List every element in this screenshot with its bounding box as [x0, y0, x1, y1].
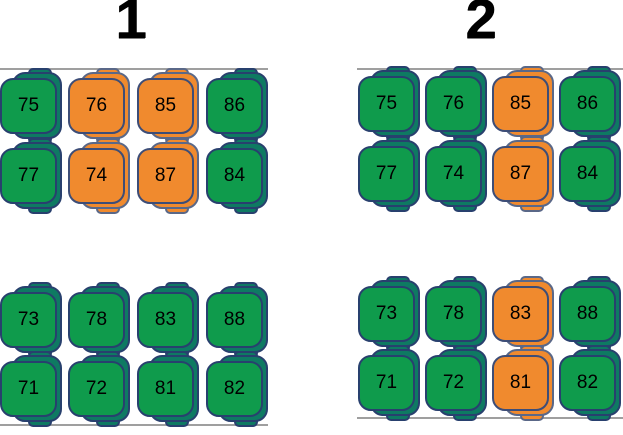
- room-border-bottom-left: [0, 424, 268, 426]
- seat-number: 75: [358, 76, 415, 132]
- seat-number: 72: [425, 355, 482, 411]
- seat-number: 75: [0, 78, 57, 134]
- room-border-bottom-right: [357, 417, 623, 419]
- room-border-top-right: [357, 68, 623, 70]
- panel-1-seat-74[interactable]: 74: [68, 138, 130, 214]
- panel-1-seat-82[interactable]: 82: [206, 351, 268, 427]
- seat-number: 82: [559, 355, 616, 411]
- seat-number: 73: [358, 286, 415, 342]
- room-border-top-left: [0, 68, 268, 70]
- panel-2-seat-82[interactable]: 82: [559, 345, 621, 421]
- panel-2-seat-83[interactable]: 83: [492, 276, 554, 352]
- panel-2-seat-88[interactable]: 88: [559, 276, 621, 352]
- seat-number: 81: [137, 361, 194, 417]
- seat-number: 88: [559, 286, 616, 342]
- seat-number: 86: [559, 76, 616, 132]
- seat-number: 84: [206, 148, 263, 204]
- panel-1-seat-77[interactable]: 77: [0, 138, 62, 214]
- panel-1-seat-88[interactable]: 88: [206, 282, 268, 358]
- panel-2-seat-84[interactable]: 84: [559, 136, 621, 212]
- panel-1-seat-72[interactable]: 72: [68, 351, 130, 427]
- panel-2-seat-85[interactable]: 85: [492, 66, 554, 142]
- panel-2-seat-76[interactable]: 76: [425, 66, 487, 142]
- seat-number: 88: [206, 292, 263, 348]
- panel-1-seat-86[interactable]: 86: [206, 68, 268, 144]
- seat-number: 78: [68, 292, 125, 348]
- panel-1-heading: 1: [115, 0, 147, 50]
- panel-1-seat-83[interactable]: 83: [137, 282, 199, 358]
- panel-2-seat-78[interactable]: 78: [425, 276, 487, 352]
- panel-2-seat-75[interactable]: 75: [358, 66, 420, 142]
- panel-2-seat-77[interactable]: 77: [358, 136, 420, 212]
- panel-2-seat-81[interactable]: 81: [492, 345, 554, 421]
- seat-number: 71: [358, 355, 415, 411]
- panel-1-seat-87[interactable]: 87: [137, 138, 199, 214]
- panel-1-seat-78[interactable]: 78: [68, 282, 130, 358]
- panel-1-seat-76[interactable]: 76: [68, 68, 130, 144]
- panel-1-seat-81[interactable]: 81: [137, 351, 199, 427]
- panel-1-seat-71[interactable]: 71: [0, 351, 62, 427]
- seat-number: 87: [137, 148, 194, 204]
- panel-2-seat-73[interactable]: 73: [358, 276, 420, 352]
- seat-number: 72: [68, 361, 125, 417]
- panel-2-seat-86[interactable]: 86: [559, 66, 621, 142]
- seat-number: 85: [492, 76, 549, 132]
- seat-number: 83: [492, 286, 549, 342]
- seat-number: 87: [492, 146, 549, 202]
- seat-number: 86: [206, 78, 263, 134]
- seat-number: 76: [425, 76, 482, 132]
- seat-number: 71: [0, 361, 57, 417]
- seat-number: 76: [68, 78, 125, 134]
- seat-number: 84: [559, 146, 616, 202]
- seat-number: 85: [137, 78, 194, 134]
- seat-number: 77: [358, 146, 415, 202]
- panel-2-heading: 2: [465, 0, 497, 50]
- panel-2-seat-71[interactable]: 71: [358, 345, 420, 421]
- seat-number: 83: [137, 292, 194, 348]
- seat-number: 73: [0, 292, 57, 348]
- panel-1-seat-75[interactable]: 75: [0, 68, 62, 144]
- seat-number: 81: [492, 355, 549, 411]
- panel-2-seat-72[interactable]: 72: [425, 345, 487, 421]
- panel-1-seat-85[interactable]: 85: [137, 68, 199, 144]
- seat-number: 74: [425, 146, 482, 202]
- panel-2-seat-87[interactable]: 87: [492, 136, 554, 212]
- seat-number: 77: [0, 148, 57, 204]
- panel-1-seat-84[interactable]: 84: [206, 138, 268, 214]
- panel-2-seat-74[interactable]: 74: [425, 136, 487, 212]
- seat-number: 82: [206, 361, 263, 417]
- seat-number: 78: [425, 286, 482, 342]
- seat-number: 74: [68, 148, 125, 204]
